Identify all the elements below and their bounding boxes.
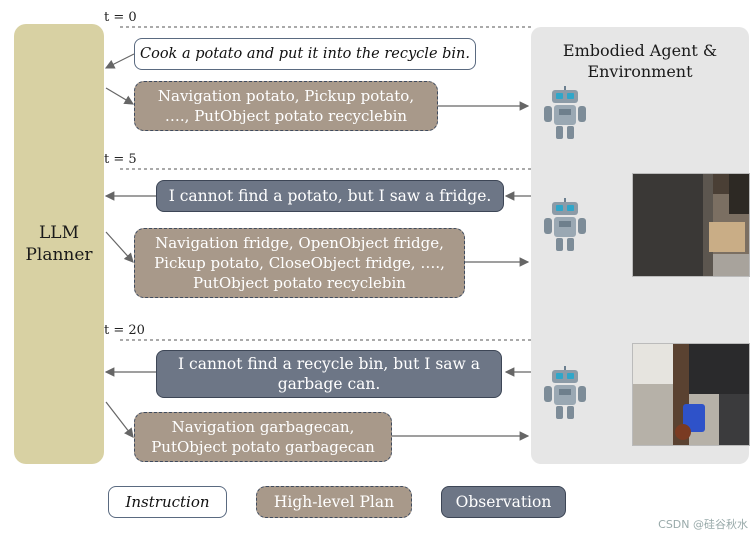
arrow-planner-to-plan-3 — [105, 401, 134, 438]
scene-image-fridge — [632, 173, 750, 277]
plan-box-1: Navigation potato, Pickup potato, …., Pu… — [134, 81, 438, 131]
instruction-box: Cook a potato and put it into the recycl… — [134, 38, 476, 70]
timestep-label-5: t = 5 — [104, 152, 137, 167]
legend-observation: Observation — [441, 486, 566, 518]
arrow-planner-to-plan-2 — [105, 231, 134, 263]
plan-box-2: Navigation fridge, OpenObject fridge, Pi… — [134, 228, 465, 298]
environment-title: Embodied Agent & Environment — [562, 41, 718, 81]
legend-instruction: Instruction — [108, 486, 227, 518]
robot-icon — [544, 366, 586, 419]
robot-icon — [544, 86, 586, 139]
watermark: CSDN @硅谷秋水 — [658, 518, 748, 531]
timestep-label-20: t = 20 — [104, 323, 145, 338]
observation-box-2: I cannot find a recycle bin, but I saw a… — [156, 350, 502, 398]
observation-box-1: I cannot find a potato, but I saw a frid… — [156, 180, 504, 212]
scene-image-garbage-can — [632, 343, 750, 446]
arrow-instruction-to-planner — [104, 53, 135, 69]
plan-box-3: Navigation garbagecan, PutObject potato … — [134, 412, 392, 462]
timestep-label-0: t = 0 — [104, 10, 137, 25]
legend-plan: High-level Plan — [256, 486, 412, 518]
robot-icon — [544, 198, 586, 251]
arrow-planner-to-plan-1 — [105, 87, 135, 105]
llm-planner: LLM Planner — [14, 24, 104, 464]
